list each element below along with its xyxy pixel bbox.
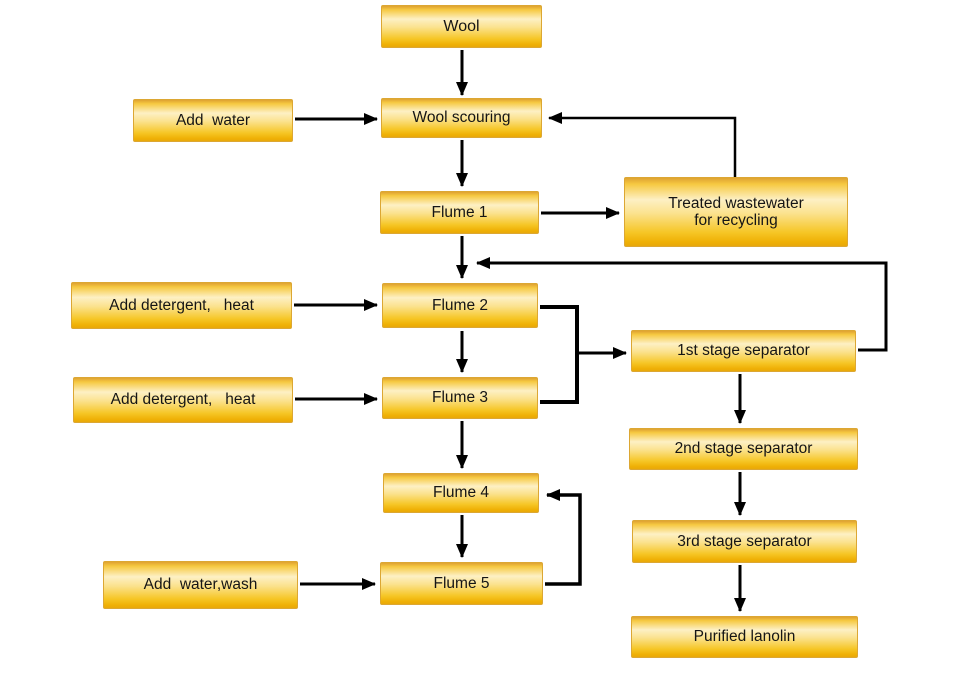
node-flume-1: Flume 1 bbox=[380, 191, 539, 234]
node-add-detergent-heat-1: Add detergent, heat bbox=[71, 282, 292, 329]
node-flume-3: Flume 3 bbox=[382, 377, 538, 419]
node-add-water-wash: Add water,wash bbox=[103, 561, 298, 609]
node-3rd-stage-separator: 3rd stage separator bbox=[632, 520, 857, 563]
node-wool: Wool bbox=[381, 5, 542, 48]
node-flume-5: Flume 5 bbox=[380, 562, 543, 605]
node-1st-stage-separator: 1st stage separator bbox=[631, 330, 856, 372]
node-add-detergent-heat-2: Add detergent, heat bbox=[73, 377, 293, 423]
bracket-flume2-flume3 bbox=[540, 305, 579, 404]
treated-wastewater-line2: for recycling bbox=[694, 212, 778, 229]
arrow-wastewater-to-scouring bbox=[548, 112, 737, 177]
node-2nd-stage-separator: 2nd stage separator bbox=[629, 428, 858, 470]
node-purified-lanolin: Purified lanolin bbox=[631, 616, 858, 658]
arrow-flume5-to-flume4 bbox=[545, 489, 582, 586]
treated-wastewater-line1: Treated wastewater bbox=[668, 194, 804, 212]
node-treated-wastewater: Treated wastewater for recycling bbox=[624, 177, 848, 247]
node-wool-scouring: Wool scouring bbox=[381, 98, 542, 138]
node-flume-4: Flume 4 bbox=[383, 473, 539, 513]
node-add-water: Add water bbox=[133, 99, 293, 142]
node-flume-2: Flume 2 bbox=[382, 283, 538, 328]
